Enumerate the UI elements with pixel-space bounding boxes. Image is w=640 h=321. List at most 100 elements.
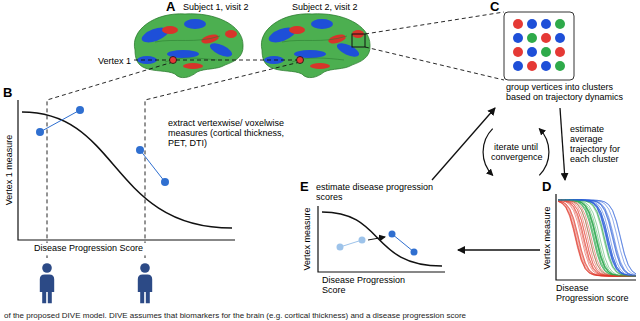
plot-axes [556,194,636,280]
cluster-grid [513,19,565,71]
data-dot [136,146,144,154]
vertex-dot [170,57,177,64]
subject-line [40,110,165,182]
trajectory-curve [558,200,636,276]
cluster-dot [555,47,565,57]
cluster-dot [513,47,523,57]
plot-panel: Bextract vertexwise/ voxelwise measures … [0,86,295,258]
trajectory-curve [558,200,636,276]
person-icon [40,263,54,303]
cluster-dot [527,33,537,43]
axis-label: Vertex measure [542,198,552,278]
trajectory-curve [558,200,636,276]
cluster-dot [555,61,565,71]
trajectory-curve [558,200,636,276]
axis-label: Vertex measure [302,199,312,279]
trajectory-curve [558,200,636,276]
axis-label: Disease Progression Score [322,275,407,295]
trajectory-curve [558,200,636,276]
flow-arrow [458,249,540,250]
cycle-label: iterate until convergence [491,142,541,162]
plot-panel: Eestimate disease progression scoresVert… [298,180,458,297]
trajectory-curve [558,200,636,276]
trajectory-curve [558,200,636,276]
caption: of the proposed DIVE model. DIVE assumes… [4,311,466,320]
trajectory-curve [558,200,636,276]
cluster-dot [541,47,551,57]
trajectory-curve [558,200,636,276]
axis-label: Vertex 1 measure [4,125,14,215]
cluster-dot [555,19,565,29]
panel-letter: D [542,180,551,194]
trajectory-curve [558,200,636,276]
cluster-dot [513,61,523,71]
subject-label: Subject 2, visit 2 [292,2,358,12]
shift-arrow [368,237,385,240]
trajectory-curve [322,212,442,266]
trajectory-curve [558,200,636,275]
trajectory-curve [558,200,636,276]
trajectory-curve [558,200,636,276]
data-dot [337,244,344,251]
trajectory-curve [558,200,636,276]
person-icon [138,263,152,303]
panel-letter: A [166,0,175,14]
cluster-dot [541,19,551,29]
data-dot [389,231,396,238]
trajectory-curve [558,201,636,276]
trajectory-curve [558,200,636,276]
trajectory-curve [558,200,636,276]
trajectory-curve [558,200,636,276]
flow-arrow [432,108,495,180]
trajectory-curve [558,200,636,276]
vertex-label: Vertex 1 [98,56,131,66]
panel-letter: C [490,0,499,14]
cluster-dot [527,61,537,71]
dashed-line [134,60,300,61]
axis-label: Disease Progression score [556,283,636,303]
axis-label: Disease Progression Score [34,243,154,253]
trajectory-curve [558,200,636,276]
panel-letter: B [3,86,12,100]
trajectory-curve [558,200,636,276]
cluster-box [504,12,574,80]
data-dot [411,249,418,256]
data-dot [359,237,366,244]
dashed-line [145,62,300,258]
trajectory-curve [558,200,636,276]
cluster-dot [527,47,537,57]
plot-axes [318,206,445,272]
plot-panel: D Vertex measureDisease Progression score [540,180,638,305]
brain-surface [252,10,382,85]
edge-label: estimate average trajectory for each clu… [570,124,636,164]
subject-label: Subject 1, visit 2 [183,2,249,12]
dashed-line [365,12,504,80]
region-square [352,34,365,47]
trajectory-curve [558,200,636,276]
step-text: group vertices into clusters based on tr… [506,82,626,102]
trajectory-curve [558,200,636,276]
cluster-dot [541,33,551,43]
cluster-panel: Cgroup vertices into clusters based on t… [488,0,628,108]
panel-letter: E [300,180,309,194]
trajectory-curve [558,200,636,276]
cluster-dot [513,33,523,43]
trajectory-curve [558,201,636,276]
vertex-dot [297,57,304,64]
step-text: extract vertexwise/ voxelwise measures (… [168,118,293,148]
trajectory-curve [558,200,636,276]
trajectory-curve [558,200,636,276]
cluster-trajectories [558,200,636,276]
trajectory-curve [558,200,636,276]
trajectory-curve [558,200,636,276]
step-text: estimate disease progression scores [316,182,456,202]
cluster-dot [541,61,551,71]
trajectory-curve [558,200,636,276]
trajectory-curve [558,200,636,276]
trajectory-curve [558,200,636,276]
subject-line [392,234,414,252]
data-dot [161,178,169,186]
